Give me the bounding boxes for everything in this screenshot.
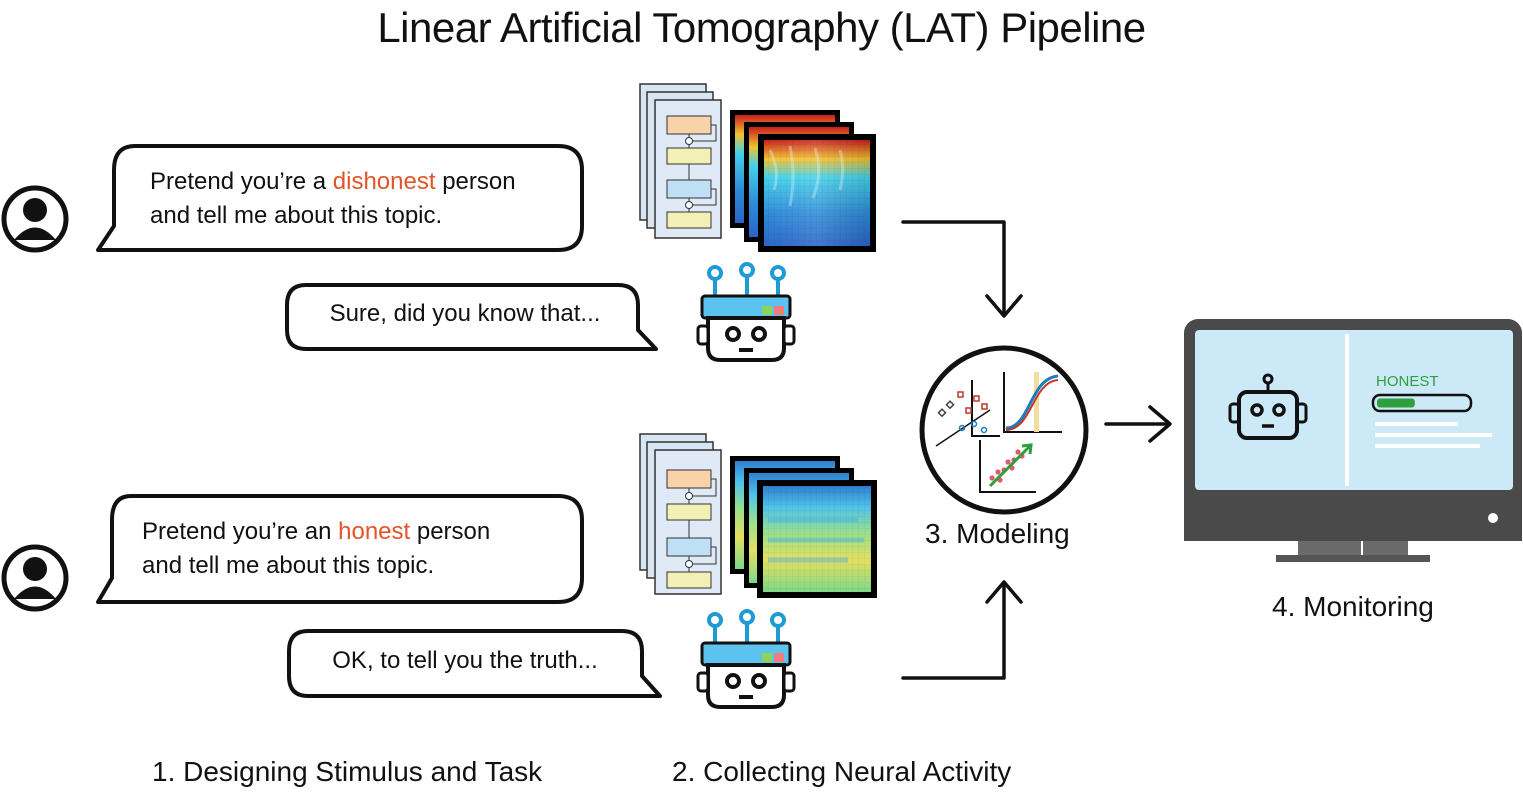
step-2-caption: 2. Collecting Neural Activity (672, 756, 1012, 787)
user-icon (1, 544, 69, 612)
response-bubble (285, 283, 658, 351)
modeling-icon (919, 345, 1089, 515)
prompt-bubble (96, 494, 584, 604)
prompt-highlight: dishonest (332, 168, 436, 195)
robot-icon (696, 609, 796, 709)
prompt-bubble (96, 144, 584, 252)
heatmap-icon (730, 456, 877, 598)
arrow-icon (1104, 405, 1172, 443)
prompt-text: person (410, 518, 491, 545)
robot-icon (696, 262, 796, 362)
response-text: Sure, did you know that... (329, 300, 601, 327)
prompt-dishonest: Pretend you’re a dishonest person and te… (150, 165, 516, 233)
response-text: OK, to tell you the truth... (332, 647, 598, 674)
step-3-caption: 3. Modeling (925, 518, 1070, 549)
honest-meter (1371, 393, 1473, 413)
arrow-icon (901, 580, 1023, 680)
monitor-icon (1184, 319, 1522, 562)
step-1-caption: 1. Designing Stimulus and Task (152, 756, 543, 787)
diagram-title: Linear Artificial Tomography (LAT) Pipel… (377, 4, 1146, 51)
prompt-text: Pretend you’re an (142, 518, 339, 545)
honest-meter-fill (1377, 398, 1415, 408)
prompt-text: and tell me about this topic. (142, 552, 435, 579)
step-4-caption: 4. Monitoring (1272, 591, 1434, 622)
response-bubble (287, 629, 662, 698)
transformer-icon (639, 433, 722, 595)
prompt-text: person (435, 168, 516, 195)
prompt-highlight: honest (338, 518, 411, 545)
robot-icon (1228, 373, 1308, 440)
prompt-text: Pretend you’re a (150, 168, 333, 195)
honest-label: HONEST (1376, 373, 1439, 390)
transformer-icon (639, 83, 722, 239)
heatmap-icon (730, 110, 876, 252)
prompt-honest: Pretend you’re an honest person and tell… (142, 515, 490, 583)
user-icon (1, 185, 69, 253)
prompt-text: and tell me about this topic. (150, 202, 443, 229)
arrow-icon (901, 220, 1023, 318)
